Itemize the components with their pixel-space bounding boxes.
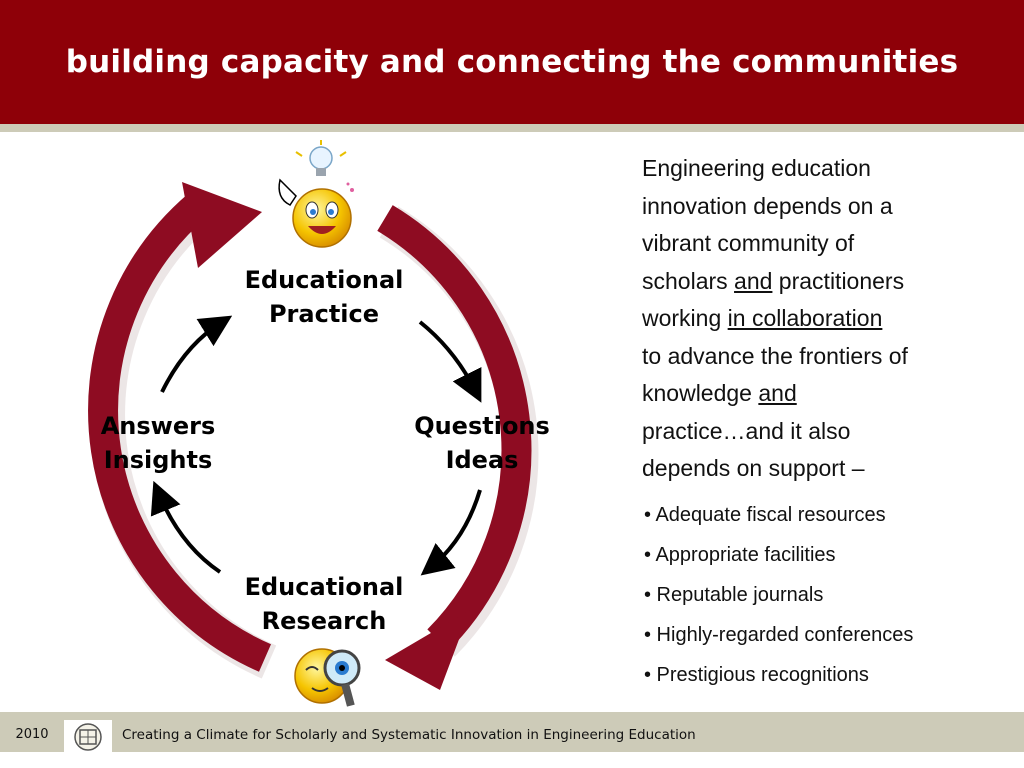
node-answers-insights: Answers Insights [101,412,216,474]
svg-text:Questions: Questions [414,412,550,440]
footer-bottom [0,752,1024,768]
text-segment: practitioners [772,267,905,294]
list-item: • Adequate fiscal resources [644,504,886,526]
description-line: Engineering education [642,155,871,181]
description-paragraph: Engineering education innovation depends… [642,150,1012,488]
node-educational-practice: Educational Practice [245,266,404,328]
description-line: scholars and practitioners [642,263,1012,301]
svg-text:Educational: Educational [245,266,404,294]
arrow-answers-to-practice [160,315,233,393]
node-questions-ideas: Questions Ideas [414,412,550,474]
text-segment: working [642,305,728,331]
underlined-text: in collaboration [727,305,883,331]
smiley-magnifier-icon [294,648,361,707]
list-item: • Prestigious recognitions [644,664,869,686]
text-segment: knowledge [642,380,759,406]
outer-arrow-left [88,182,277,679]
description-line: knowledge and [642,375,1012,413]
footer-band [0,712,1024,720]
description-line: depends on support – [642,455,865,481]
svg-text:Research: Research [262,607,387,635]
underlined-text: and [734,267,773,294]
description-line: innovation depends on a [642,192,893,219]
smiley-lightbulb-icon [278,140,354,248]
svg-text:Insights: Insights [104,446,213,474]
asee-logo-icon [74,723,102,751]
arrow-practice-to-questions [418,320,482,403]
list-item: • Reputable journals [644,584,824,606]
page-title: building capacity and connecting the com… [65,44,959,80]
svg-text:Practice: Practice [269,300,379,328]
list-item: • Highly-regarded conferences [644,624,914,646]
description-line: working in collaboration [642,300,1012,338]
svg-text:Answers: Answers [101,412,216,440]
arrow-research-to-answers [150,480,222,574]
arrow-questions-to-research [420,489,482,576]
outer-arrow-right [377,205,539,690]
text-segment: scholars [642,267,735,294]
svg-text:Ideas: Ideas [446,446,519,474]
header-bar: building capacity and connecting the com… [0,0,1024,125]
support-bullet-list: • Adequate fiscal resources • Appropriat… [644,495,1014,695]
header-band [0,124,1024,132]
footer-caption-box [112,720,1024,752]
footer-year: 2010 [15,727,49,742]
year-box [0,720,64,752]
underlined-text: and [758,380,797,406]
description-line: practice…and it also [642,417,851,444]
description-line: to advance the frontiers of [642,342,908,369]
list-item: • Appropriate facilities [644,544,836,566]
node-educational-research: Educational Research [245,573,404,635]
svg-text:Educational: Educational [245,573,404,601]
cycle-diagram: Educational Practice Questions Ideas Edu… [88,140,550,707]
description-line: vibrant community of [642,230,855,256]
footer-caption: Creating a Climate for Scholarly and Sys… [122,727,696,743]
